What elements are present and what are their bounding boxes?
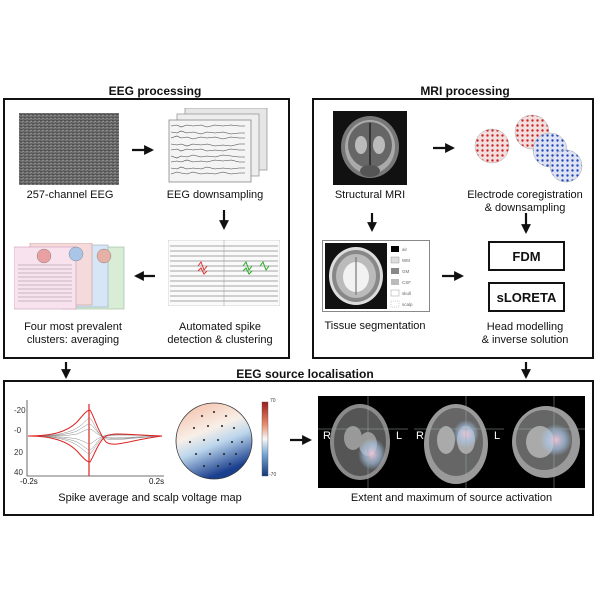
raw-eeg-image [19,113,119,185]
orient-r-coronal: R [416,430,424,442]
orient-r-axial: R [323,430,331,442]
raw-eeg-caption: 257-channel EEG [26,189,114,201]
source-localisation-title: EEG source localisation [236,367,374,381]
coregistration-caption: Electrode coregistration & downsampling [455,189,595,215]
cluster-caption-line1: Four most prevalent [24,321,122,333]
source-activation-caption: Extent and maximum of source activation [350,492,553,504]
source-activation-image: R L R L L [318,396,585,488]
legend-scalp: scalp [402,302,413,307]
electrode-coregistration-image [470,108,585,186]
mri-processing-panel [312,98,594,359]
spike-average-caption: Spike average and scalp voltage map [58,492,242,504]
structural-mri-image [333,111,407,185]
legend-csf: CSF [402,280,411,285]
colorbar-max: 70 [270,398,276,404]
eeg-processing-title: EEG processing [108,84,202,98]
spike-detection-caption: Automated spike detection & clustering [150,321,290,347]
source-localisation-panel [3,380,594,516]
orient-l-coronal: L [494,430,501,442]
cluster-averaging-image [14,243,126,313]
legend-skull: skull [402,291,412,296]
legend-air: air [402,247,408,252]
raw-eeg-traces [19,113,119,185]
head-modelling-caption: Head modelling & inverse solution [455,321,595,347]
ytick-1: -20 [14,406,26,415]
structural-mri-caption: Structural MRI [334,189,406,201]
cluster-averaging-caption: Four most prevalent clusters: averaging [3,321,143,347]
ytick-4: 40 [14,468,23,477]
legend-gm: GM [402,269,410,274]
legend-wm: WM [402,258,410,263]
cluster-caption-line2: clusters: averaging [26,334,120,346]
coreg-caption-line1: Electrode coregistration [467,189,583,201]
head-caption-line1: Head modelling [486,321,564,333]
fdm-box: FDM [488,241,565,271]
downsampled-eeg-image [163,108,273,188]
downsampling-caption: EEG downsampling [166,189,264,201]
mri-processing-title: MRI processing [420,84,510,98]
sloreta-box: sLORETA [488,282,565,312]
spike-caption-line2: detection & clustering [167,334,273,346]
spike-caption-line1: Automated spike [179,321,261,333]
scalp-voltage-map: 70 -70 [172,396,280,488]
tissue-segmentation-caption: Tissue segmentation [324,320,426,332]
ytick-2: -0 [14,426,22,435]
head-caption-line2: & inverse solution [481,334,569,346]
spike-average-plot: -20 -0 20 40 -0.2s 0.2s [12,398,167,488]
colorbar-min: -70 [269,472,277,478]
spike-detection-image [168,240,280,306]
ytick-3: 20 [14,448,23,457]
eeg-processing-panel [3,98,290,359]
xtick-right: 0.2s [149,477,165,486]
tissue-segmentation-image: air WM GM CSF skull scalp [322,240,430,312]
orient-l-axial: L [396,430,403,442]
coreg-caption-line2: & downsampling [484,202,566,214]
xtick-left: -0.2s [20,477,38,486]
